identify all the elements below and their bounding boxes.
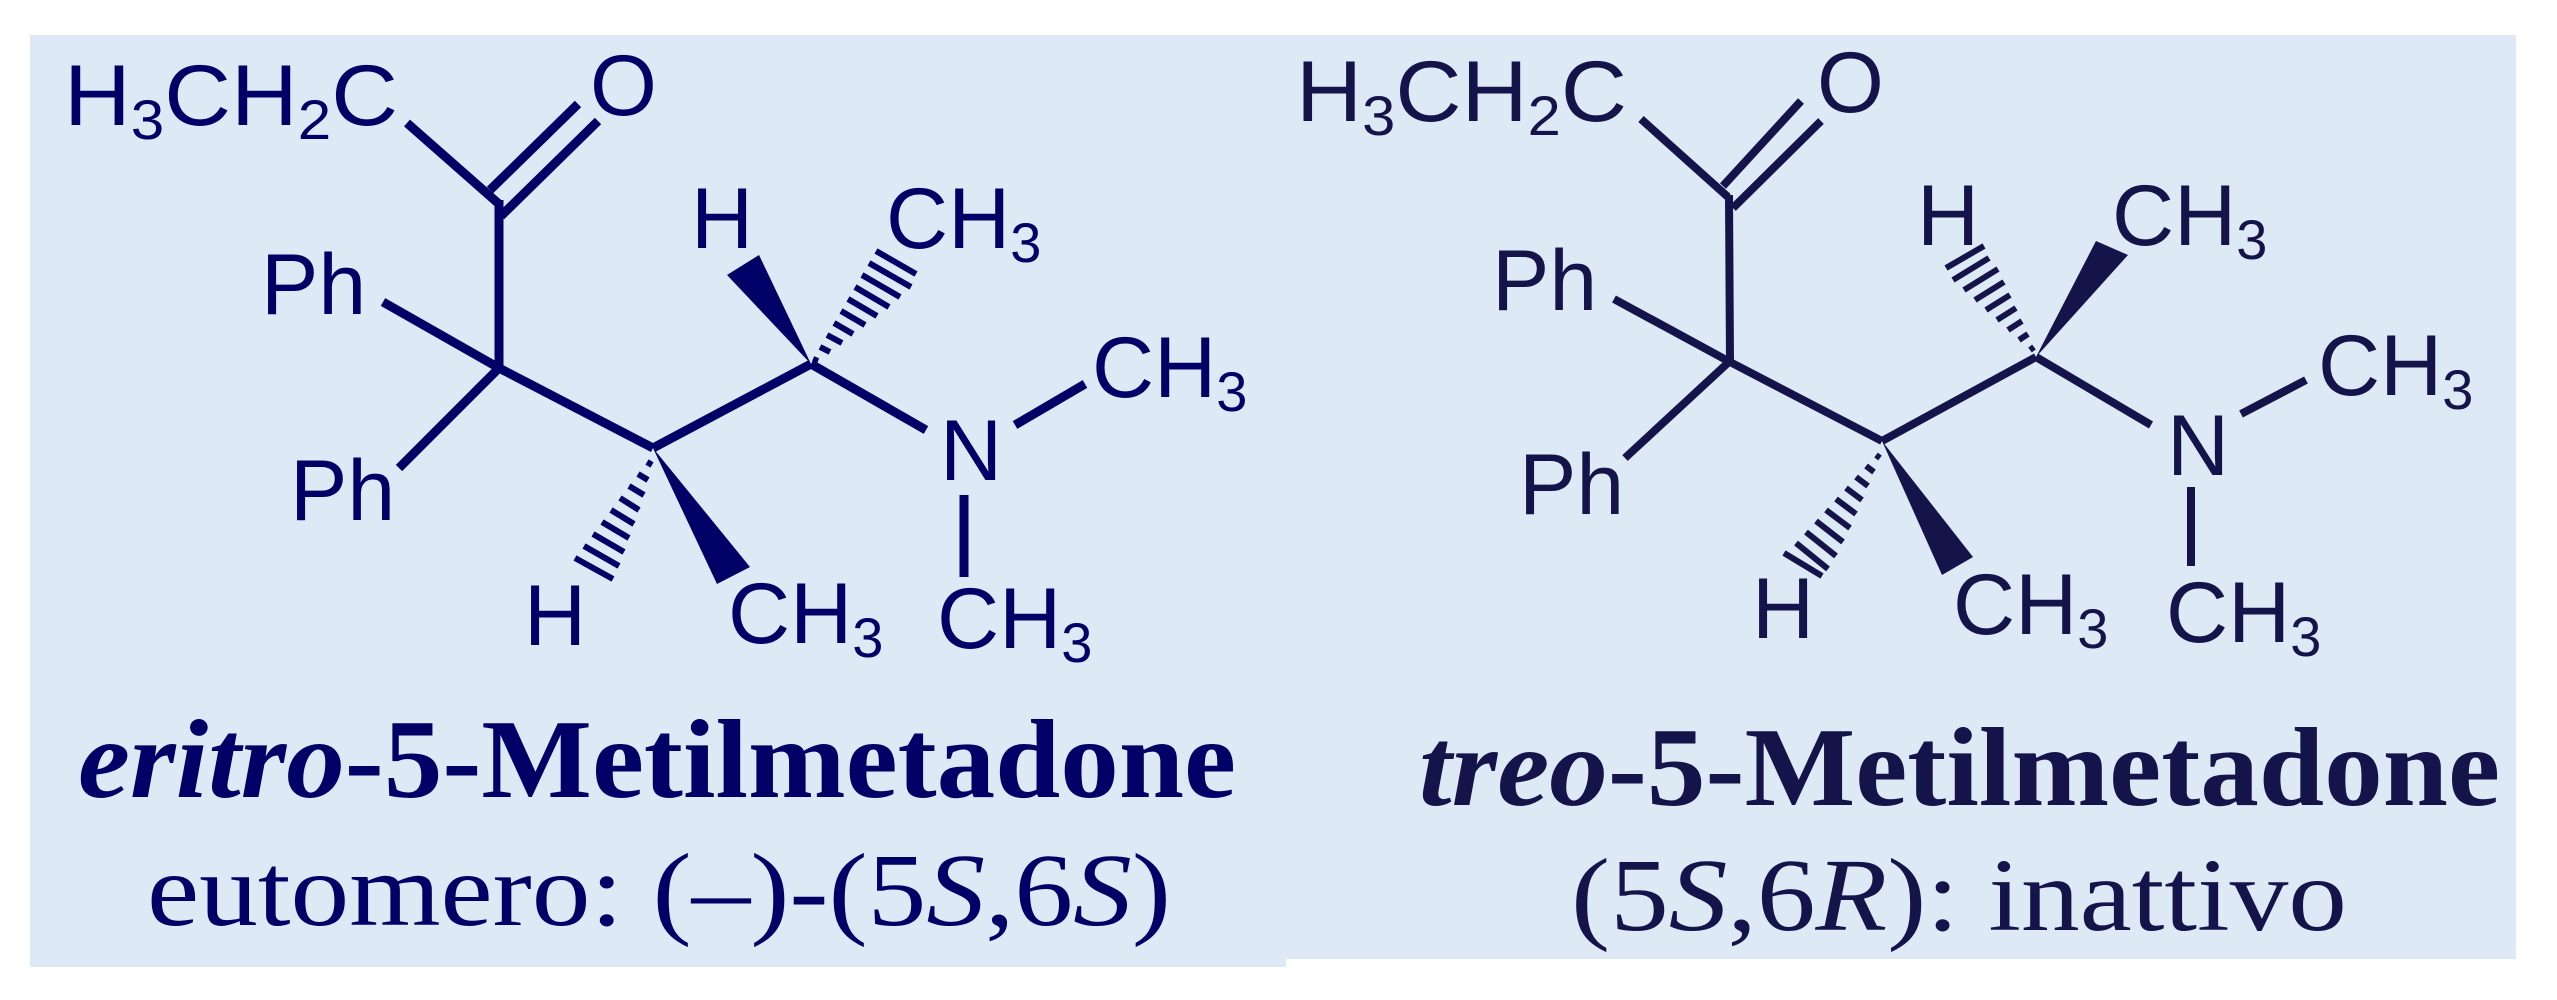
left-c6-methyl-hash-bond [811, 248, 918, 364]
right-phenyl-upper-label: Ph [1492, 233, 1597, 329]
left-oxygen-label: O [590, 38, 657, 134]
left-phenyl-upper-label: Ph [261, 237, 366, 333]
left-n-methyl-right-label: CH3 [1092, 320, 1247, 423]
right-oxygen-label: O [1817, 35, 1884, 131]
left-skeleton-bonds [380, 100, 1088, 577]
right-c5-h-hash-bond [1782, 452, 1882, 579]
right-phenyl-lower-label: Ph [1519, 437, 1624, 533]
right-c5-methyl-label: CH3 [1953, 557, 2108, 660]
left-c6-hydrogen-label: H [691, 171, 753, 267]
left-c5-methyl-wedge-bond [653, 448, 750, 584]
left-c5-h-hash-bond [573, 459, 654, 582]
left-phenyl-lower-label: Ph [290, 443, 395, 539]
right-c5-methyl-wedge-bond [1882, 441, 1973, 575]
right-skeleton-bonds [1612, 98, 2308, 566]
right-n-methyl-right-label: CH3 [2318, 318, 2473, 421]
right-n-methyl-bottom-label: CH3 [2166, 565, 2321, 668]
left-compound-title: eritro-5-Metilmetadone [78, 698, 1236, 822]
left-c6-methyl-label: CH3 [886, 171, 1041, 274]
right-c6-hydrogen-label: H [1917, 168, 1979, 264]
left-c5-methyl-label: CH3 [728, 566, 883, 669]
left-c6-h-wedge-bond [727, 255, 811, 364]
right-compound-title: treo-5-Metilmetadone [1419, 706, 2500, 830]
left-c5-hydrogen-label: H [524, 568, 586, 664]
right-molecule-structure [1612, 98, 2308, 579]
right-c6-methyl-label: CH3 [2112, 168, 2267, 271]
right-panel-background [1268, 35, 2516, 959]
left-nitrogen-label: N [940, 403, 1002, 499]
left-panel-background [30, 35, 1286, 967]
left-molecule-structure [380, 100, 1088, 584]
left-n-methyl-bottom-label: CH3 [937, 571, 1092, 674]
right-c6-methyl-wedge-bond [2036, 241, 2128, 357]
right-c5-hydrogen-label: H [1752, 561, 1814, 657]
right-nitrogen-label: N [2167, 398, 2229, 494]
right-c6-h-hash-bond [1944, 243, 2036, 353]
